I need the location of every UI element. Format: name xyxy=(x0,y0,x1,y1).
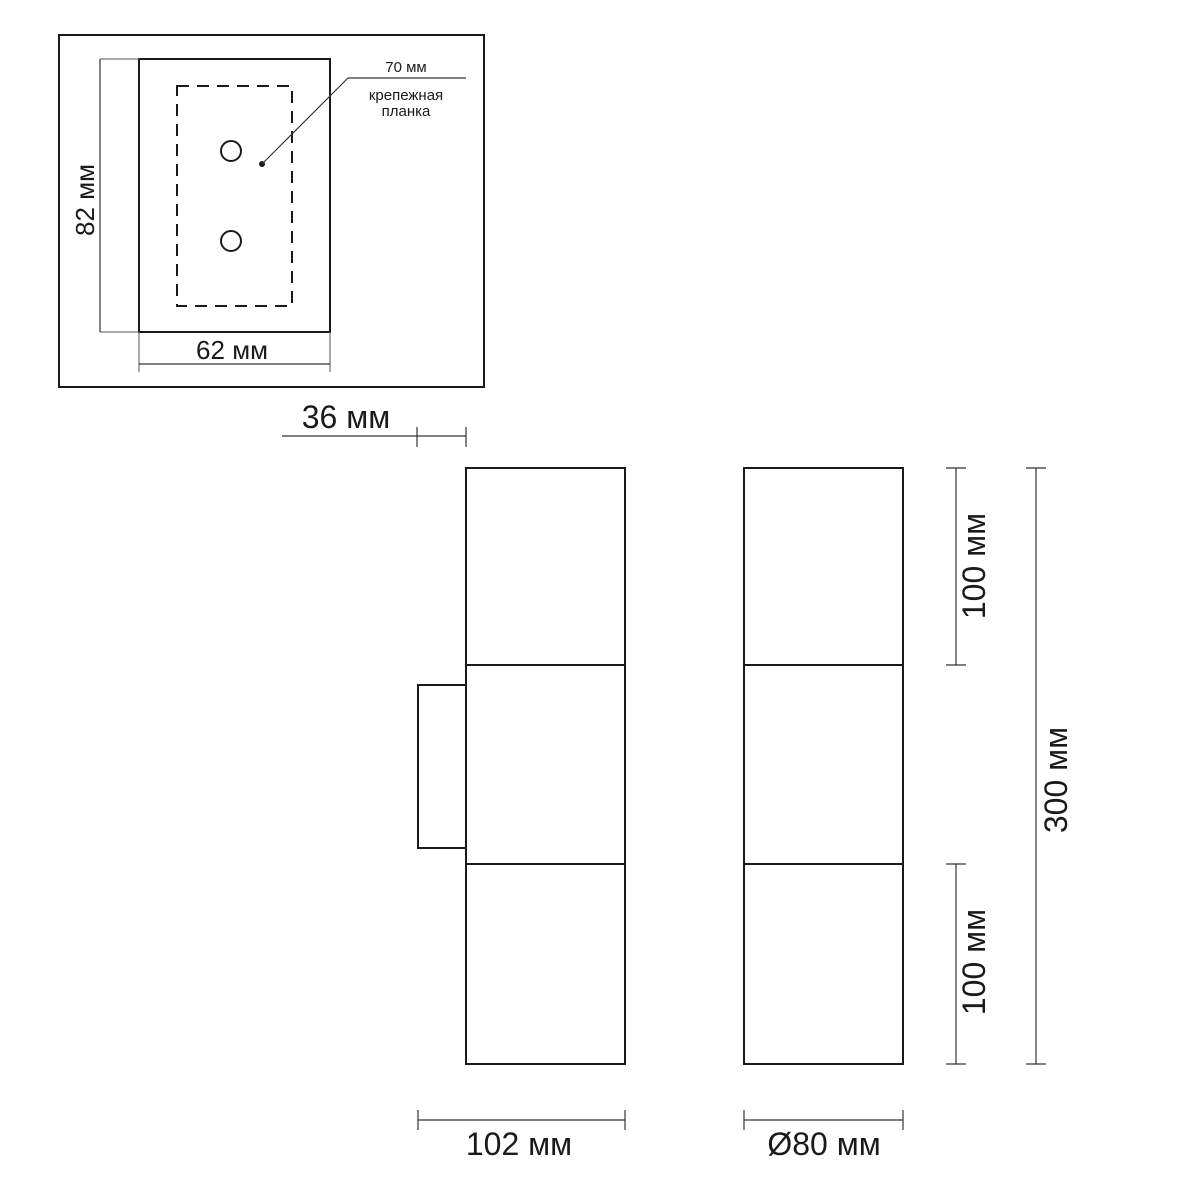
mounting-plate-inset: 82 мм 62 мм 70 мм крепежная планка xyxy=(58,34,485,388)
callout-text-line2: планка xyxy=(382,103,431,120)
side-section-middle xyxy=(465,664,626,865)
wall-mount-base xyxy=(417,684,467,849)
total-height-label: 300 мм xyxy=(1038,727,1074,833)
front-view: 100 мм 100 мм 300 мм Ø80 мм xyxy=(743,467,1074,1162)
mounting-hole-lower xyxy=(220,230,242,252)
front-section-top xyxy=(743,467,904,666)
side-section-top xyxy=(465,467,626,666)
front-section-bottom xyxy=(743,863,904,1065)
callout-text-line1: крепежная xyxy=(369,87,443,104)
side-width-label: 102 мм xyxy=(466,1126,572,1162)
offset-label: 36 мм xyxy=(302,399,390,435)
diameter-label: Ø80 мм xyxy=(767,1126,880,1162)
mounting-hole-upper xyxy=(220,140,242,162)
side-section-bottom xyxy=(465,863,626,1065)
callout-value: 70 мм xyxy=(385,59,426,76)
bottom-section-label: 100 мм xyxy=(956,909,992,1015)
top-section-label: 100 мм xyxy=(956,513,992,619)
inset-frame xyxy=(58,34,485,388)
plate-width-label: 62 мм xyxy=(196,335,268,365)
front-section-middle xyxy=(743,664,904,865)
side-view: 36 мм 102 мм xyxy=(282,399,626,1162)
callout-leader xyxy=(261,77,349,165)
plate-outline xyxy=(138,58,331,333)
plate-height-label: 82 мм xyxy=(70,164,100,236)
mounting-bar-dashed xyxy=(176,85,293,307)
